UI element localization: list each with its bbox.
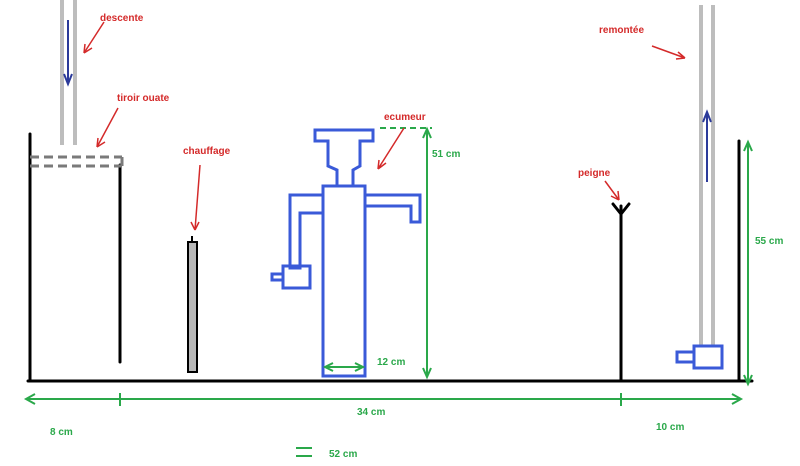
label-ecumeur: ecumeur (384, 112, 426, 123)
dim-skimmer-width: 12 cm (377, 357, 405, 368)
annotation-arrows (83, 21, 686, 231)
dim-right-compartment: 10 cm (656, 422, 684, 433)
tiroir-ouate (30, 155, 124, 168)
label-chauffage: chauffage (183, 146, 231, 157)
skimmer-cup (313, 128, 375, 188)
descente-pipe (60, 0, 77, 145)
dimension-lines (23, 126, 753, 457)
chauffage-heater (187, 236, 198, 373)
arrow-peigne (604, 180, 620, 201)
label-tiroir-ouate: tiroir ouate (117, 93, 170, 104)
skimmer-pump-outlet (270, 272, 285, 282)
ecumeur-skimmer (270, 128, 422, 378)
dim-skimmer-height: 51 cm (432, 149, 460, 160)
arrow-remontee (651, 45, 686, 60)
dim-tank-height: 55 cm (755, 236, 783, 247)
label-remontee: remontée (599, 25, 644, 36)
arrow-descente (83, 21, 105, 54)
remontee-pipe (699, 5, 715, 346)
label-descente: descente (100, 13, 144, 24)
skimmer-body (321, 184, 367, 378)
arrow-ecumeur (377, 127, 405, 170)
peigne-teeth (611, 202, 631, 217)
arrow-chauffage (190, 164, 201, 231)
skimmer-right-arm (365, 193, 422, 224)
label-peigne: peigne (578, 168, 611, 179)
dim-total: 52 cm (329, 449, 357, 460)
arrow-tiroir (96, 107, 119, 148)
remontee-pump (675, 344, 724, 370)
dim-middle-compartment: 34 cm (357, 407, 385, 418)
dim-left-compartment: 8 cm (50, 427, 73, 438)
tank-structure (26, 132, 754, 383)
skimmer-left-arm (288, 193, 323, 270)
